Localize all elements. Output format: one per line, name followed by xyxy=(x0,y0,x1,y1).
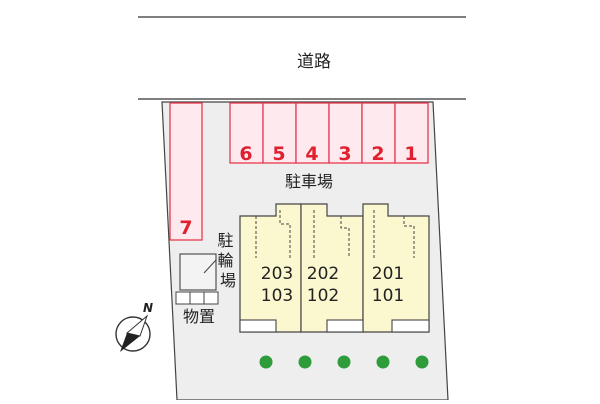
parking-number-7: 7 xyxy=(179,217,192,239)
tree-row xyxy=(259,355,429,369)
storage-label: 物置 xyxy=(183,307,215,326)
parking-label: 駐車場 xyxy=(285,172,333,191)
bicycle-parking-leader xyxy=(203,259,217,274)
storage-shed xyxy=(175,291,219,305)
unit-number-102: 102 xyxy=(307,286,339,306)
interior-dash-3 xyxy=(373,210,415,258)
unit-number-203: 203 xyxy=(261,264,293,284)
parking-space-4 xyxy=(295,102,330,164)
parking-space-2 xyxy=(361,102,396,164)
unit-number-201: 201 xyxy=(372,264,404,284)
tree-icon xyxy=(259,355,273,369)
parking-number-4: 4 xyxy=(305,143,318,165)
bicycle-parking-label: 駐 輪 場 xyxy=(217,231,238,290)
building: 203 103 202 102 201 101 xyxy=(239,203,430,333)
parking-number-3: 3 xyxy=(338,143,351,165)
interior-dash-2 xyxy=(313,210,350,258)
unit-number-103: 103 xyxy=(261,286,293,306)
tree-icon xyxy=(415,355,429,369)
parking-number-5: 5 xyxy=(272,143,285,165)
parking-space-7 xyxy=(169,102,203,241)
tree-icon xyxy=(376,355,390,369)
interior-dash-1 xyxy=(255,210,291,258)
compass-icon: N xyxy=(115,301,153,352)
bicycle-parking-char-1: 駐 xyxy=(217,231,233,250)
bicycle-parking xyxy=(179,253,217,291)
road-label: 道路 xyxy=(297,52,331,72)
tree-icon xyxy=(298,355,312,369)
tree-icon xyxy=(337,355,351,369)
unit-number-101: 101 xyxy=(372,286,404,306)
compass-north-label: N xyxy=(143,301,153,315)
parking-number-1: 1 xyxy=(404,143,417,165)
unit-number-202: 202 xyxy=(307,264,339,284)
parking-space-1 xyxy=(394,102,429,164)
parking-number-2: 2 xyxy=(371,143,384,165)
parking-row: 6 5 4 3 2 1 xyxy=(229,102,429,165)
parking-space-3 xyxy=(328,102,363,164)
balcony-103 xyxy=(239,319,277,333)
balcony-102 xyxy=(326,319,364,333)
bicycle-parking-char-2: 輪 xyxy=(217,251,233,270)
parking-space-6 xyxy=(229,102,264,164)
bicycle-parking-char-3: 場 xyxy=(220,271,236,290)
parking-number-6: 6 xyxy=(239,143,252,165)
balcony-101 xyxy=(391,319,430,333)
